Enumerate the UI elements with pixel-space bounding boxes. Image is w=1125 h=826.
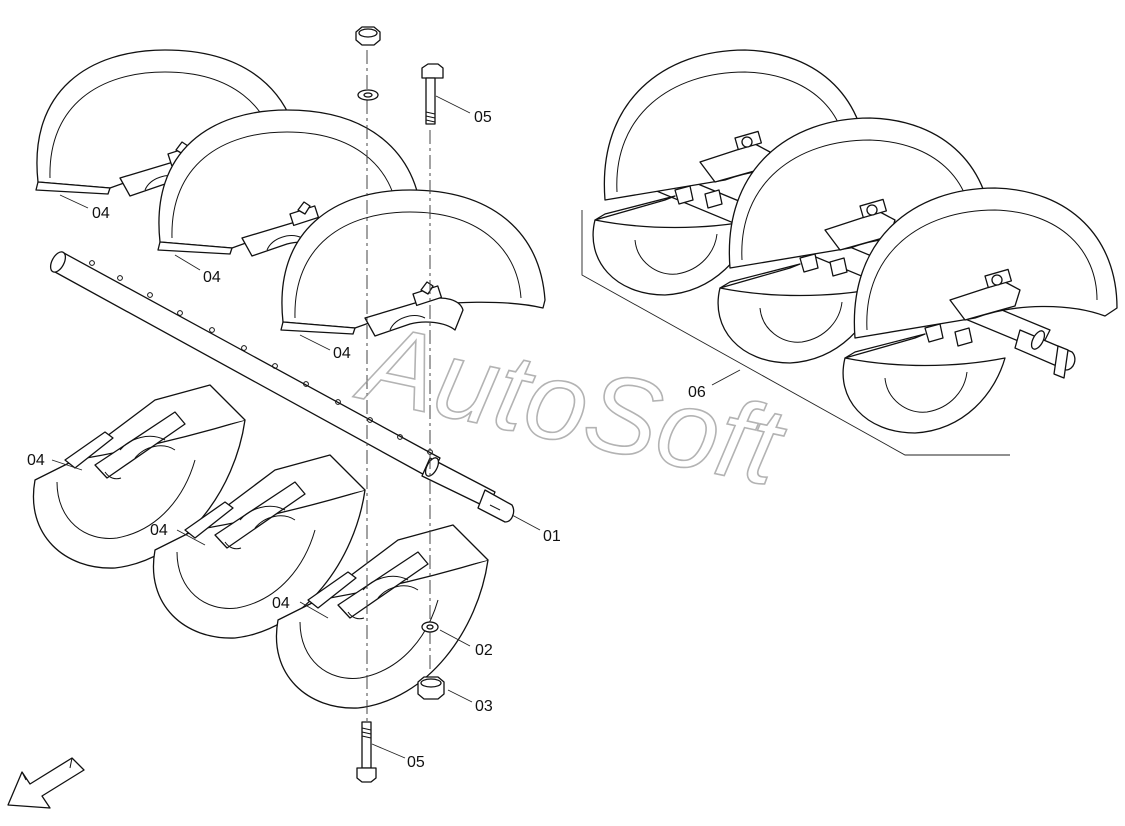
callout-04-lower-1: 04 — [27, 452, 45, 469]
leader-lines — [51, 95, 741, 759]
callout-06: 06 — [688, 384, 706, 401]
callout-04-upper-1: 04 — [92, 205, 110, 222]
callout-05-top: 05 — [474, 109, 492, 126]
shaft-holes — [89, 260, 433, 455]
callout-04-lower-2: 04 — [150, 522, 168, 539]
callout-04-upper-3: 04 — [333, 345, 351, 362]
callout-05-bottom: 05 — [407, 754, 425, 771]
bolt-bottom — [356, 721, 377, 783]
callout-04-upper-2: 04 — [203, 269, 221, 286]
callout-01: 01 — [543, 528, 561, 545]
callout-04-lower-3: 04 — [272, 595, 290, 612]
nut-bottom — [417, 676, 445, 700]
washer-top — [357, 89, 379, 101]
assembled-auger — [592, 49, 1118, 434]
shaft — [49, 251, 515, 523]
callout-03: 03 — [475, 698, 493, 715]
washer-bottom — [421, 621, 439, 633]
callout-02: 02 — [475, 642, 493, 659]
direction-arrow-icon — [7, 757, 85, 809]
bolt-top — [421, 63, 444, 125]
nut-top — [355, 26, 381, 46]
assembly-bracket — [581, 210, 1010, 456]
